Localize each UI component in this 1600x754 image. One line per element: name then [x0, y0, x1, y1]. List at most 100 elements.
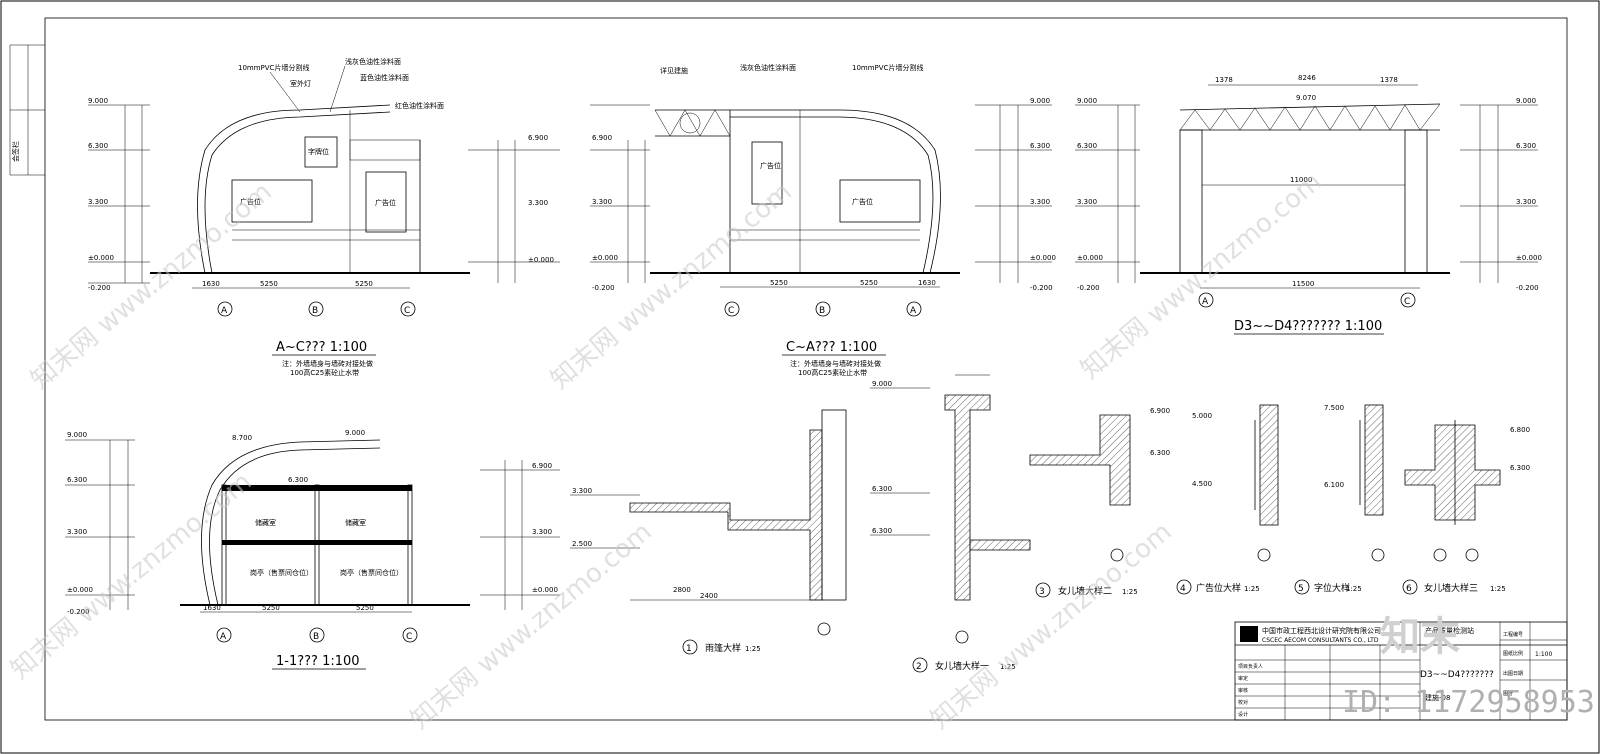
detail-scale: 1:25: [1490, 585, 1506, 593]
detail-scale: 1:25: [745, 645, 761, 653]
detail-title: 女儿墙大样一: [935, 660, 989, 672]
level-label: ±0.000: [592, 254, 618, 262]
ad-panel: [231, 179, 313, 223]
callout-lamp: 室外灯: [290, 79, 311, 88]
view-title: A~C??? 1:100: [276, 340, 367, 355]
level-label: 6.800: [1510, 426, 1530, 434]
ad-panel-2: [365, 171, 407, 233]
detail-title: 广告位大样: [1196, 582, 1241, 594]
elevation-d3-d4: 9.000 6.300 3.300 ±0.000 -0.200 11000 13…: [1075, 74, 1542, 335]
view-note: 注：外墙墙身与墙砖对接处做: [790, 359, 881, 368]
level-label: -0.200: [1516, 284, 1539, 292]
callout-ad: 广告位: [240, 197, 261, 206]
axis-bubble: [217, 301, 233, 317]
level-label: 9.000: [88, 97, 108, 105]
canopy-curve: [197, 104, 391, 274]
section-1-1: 9.000 6.300 3.300 ±0.000 -0.200 储藏室 储藏室 …: [65, 429, 560, 670]
level-label: 6.100: [1324, 481, 1344, 489]
detail-number: 3: [1039, 587, 1045, 597]
axis-label: C: [1404, 297, 1410, 307]
dim: 5250: [770, 279, 788, 287]
level-label: 3.300: [592, 198, 612, 206]
detail-number: 6: [1406, 584, 1412, 594]
axis-label: A: [910, 306, 917, 316]
roof-slab: [222, 485, 412, 491]
logo-watermark: 知末: [1380, 614, 1460, 660]
id-watermark: ID: 1172958953: [1342, 685, 1595, 720]
company-name-en: CSCEC AECOM CONSULTANTS CO., LTD: [1262, 637, 1379, 644]
level-label: 6.900: [592, 134, 612, 142]
callout-detail: 详见建施: [660, 66, 688, 75]
level-label: 6.900: [532, 462, 552, 470]
level-label: 3.300: [572, 487, 592, 495]
level-label: 6.300: [1077, 142, 1097, 150]
view-note: 100高C25素砼止水带: [798, 368, 867, 377]
level-label: 9.000: [1516, 97, 1536, 105]
callout-grey: 浅灰色油性涂料面: [740, 63, 796, 72]
level-label: 3.300: [528, 199, 548, 207]
tb-row: 图纸比例: [1503, 650, 1523, 657]
floor-slab: [222, 540, 412, 545]
detail-scale: 1:25: [1000, 663, 1016, 671]
level-label: 3.300: [67, 528, 87, 536]
dim: 11500: [1292, 280, 1314, 288]
tb-row: 项目负责人: [1238, 663, 1263, 670]
level-label: 3.300: [1030, 198, 1050, 206]
callout-sign: 字牌位: [308, 147, 329, 156]
left-strip-label: 会签栏: [11, 141, 20, 162]
level-label: 6.300: [872, 527, 892, 535]
level-label: 9.070: [1296, 94, 1316, 102]
level-label: 8.700: [232, 434, 252, 442]
axis-label: B: [312, 306, 318, 316]
elevation-c-a: 6.900 3.300 ±0.000 -0.200 广告位 广告位 10mmPV…: [590, 63, 1056, 377]
detail-sign: 7.500 6.100 5 字位大样 1:25: [1294, 404, 1385, 595]
view-title: C~A??? 1:100: [786, 340, 877, 355]
drawing-frame: [44, 17, 1568, 721]
detail-parapet-2: 6.900 6.300 3 女儿墙大样二 1:25: [1029, 407, 1170, 598]
level-label: 6.900: [528, 134, 548, 142]
level-label: 5.000: [1192, 412, 1212, 420]
level-label: 6.300: [288, 476, 308, 484]
callout-blue: 蓝色油性涂料面: [360, 73, 409, 82]
callout-red: 红色油性涂料面: [395, 101, 444, 110]
axis-label: A: [1202, 297, 1209, 307]
level-label: 6.300: [1150, 449, 1170, 457]
callout-ad: 广告位: [852, 197, 873, 206]
view-note: 100高C25素砼止水带: [290, 368, 359, 377]
level-label: 9.000: [1030, 97, 1050, 105]
dim: 5250: [356, 604, 374, 612]
dim: 5250: [262, 604, 280, 612]
detail-title: 女儿墙大样二: [1058, 585, 1112, 597]
callout-grey: 浅灰色油性涂料面: [345, 57, 401, 66]
level-label: 3.300: [532, 528, 552, 536]
axis-bubble: [308, 301, 324, 317]
level-label: 6.300: [1516, 142, 1536, 150]
dim: 1630: [918, 279, 936, 287]
dim: 1378: [1380, 76, 1398, 84]
level-label: 3.300: [1077, 198, 1097, 206]
detail-scale: 1:25: [1122, 588, 1138, 596]
project-name: 产品质量检测站: [1425, 626, 1474, 635]
view-note: 注：外墙墙身与墙砖对接处做: [282, 359, 373, 368]
level-label: 3.300: [1516, 198, 1536, 206]
callout-pvc: 10mmPVC片墙分割线: [852, 63, 923, 72]
level-label: -0.200: [88, 284, 111, 292]
dim: 1630: [203, 604, 221, 612]
view-title: D3~~D4??????? 1:100: [1234, 319, 1382, 334]
drawing-name: D3~~D4???????: [1420, 670, 1494, 680]
dim: 1630: [202, 280, 220, 288]
dim: 5250: [355, 280, 373, 288]
detail-parapet-1: 9.000 6.300 6.300 2 女儿墙大样一 1:25: [870, 374, 1031, 673]
detail-scale: 1:25: [1346, 585, 1362, 593]
level-label: 9.000: [67, 431, 87, 439]
tb-row: 出图日期: [1503, 670, 1523, 677]
level-label: ±0.000: [1516, 254, 1542, 262]
room-label: 储藏室: [345, 518, 366, 527]
title-block: 中国市政工程西北设计研究院有限公司 CSCEC AECOM CONSULTANT…: [1234, 621, 1568, 721]
sign-panel: [304, 136, 338, 168]
company-logo-icon: [1240, 626, 1258, 642]
level-marks-left-1: 9.000 6.300 3.300 ±0.000 -0.200: [88, 97, 150, 292]
detail-title: 雨篷大样: [705, 642, 741, 654]
callout-ad: 广告位: [760, 161, 781, 170]
